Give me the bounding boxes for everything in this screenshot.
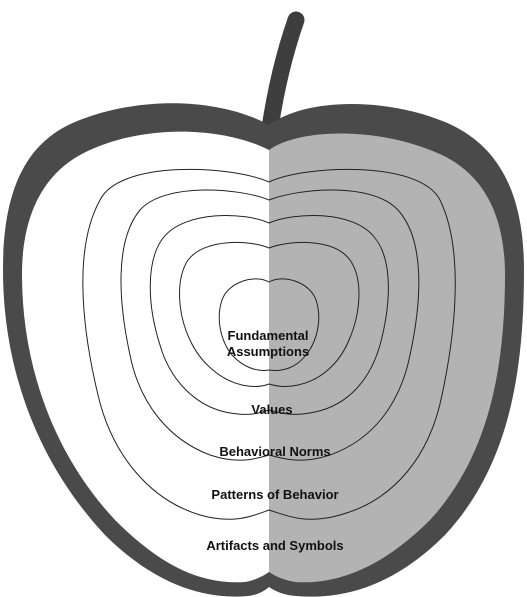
- ring-outer: [82, 168, 456, 520]
- label-values: Values: [251, 402, 292, 417]
- label-fundamental-assumptions-line1: Fundamental: [228, 328, 309, 343]
- label-behavioral-norms: Behavioral Norms: [219, 444, 330, 459]
- flesh-right-half: [269, 131, 505, 583]
- ring-norms: [149, 214, 389, 415]
- label-patterns-of-behavior: Patterns of Behavior: [211, 487, 338, 502]
- label-fundamental-assumptions-line2: Assumptions: [227, 344, 309, 359]
- ring-values: [179, 241, 360, 388]
- ring-core: [218, 278, 320, 371]
- ring-patterns: [120, 189, 420, 461]
- label-artifacts-and-symbols: Artifacts and Symbols: [206, 538, 343, 553]
- flesh-left-half: [0, 0, 269, 597]
